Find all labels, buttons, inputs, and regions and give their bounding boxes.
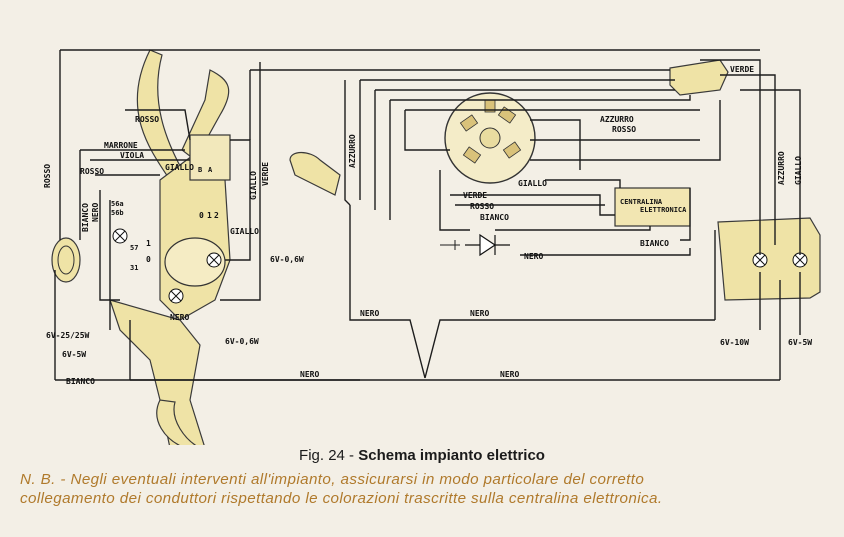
label-rosso-top: ROSSO [135, 115, 159, 124]
cdi-unit [614, 187, 691, 227]
label-giallo-sw: GIALLO [165, 163, 194, 172]
note-line-1: N. B. - Negli eventuali interventi all'i… [20, 470, 832, 489]
headlamp [51, 237, 81, 283]
speedo-pos-1: 1 [146, 239, 151, 248]
note-text-1: Negli eventuali interventi all'impianto,… [70, 471, 645, 488]
rating-stop: 6V-10W [720, 338, 749, 347]
terminal-56b: 56b [111, 209, 124, 217]
note-block: N. B. - Negli eventuali interventi all'i… [20, 470, 832, 508]
switch-pos-0: 0 [199, 211, 204, 220]
switch-b: B [198, 166, 202, 174]
label-nero-mid1: NERO [360, 309, 379, 318]
rating-tail: 6V-5W [788, 338, 812, 347]
label-rosso-right: ROSSO [612, 125, 636, 134]
label-verde-right: VERDE [730, 65, 754, 74]
switch-a: A [208, 166, 213, 174]
rectifier-diode [465, 233, 510, 257]
tail-lamp [717, 217, 821, 301]
label-azzurro-vert: AZZURRO [777, 151, 786, 185]
figure-title: Schema impianto elettrico [358, 447, 545, 464]
light-switch-body [189, 134, 231, 181]
label-nero-left: NERO [91, 203, 100, 222]
rating-headlamp: 6V-25/25W [46, 331, 90, 340]
wiring-diagram: CENTRALINA ELETTRONICA [43, 49, 821, 445]
switch-pos-1: 1 [207, 211, 212, 220]
speedometer [164, 237, 226, 287]
terminal-57: 57 [130, 244, 138, 252]
label-nero-speedo: NERO [170, 313, 189, 322]
frame-lower [109, 299, 205, 445]
label-nero-mid2: NERO [470, 309, 489, 318]
label-giallo-vert: GIALLO [794, 156, 803, 185]
stator-hub [479, 127, 501, 149]
label-rosso-stator: ROSSO [470, 202, 494, 211]
label-verde-mid: VERDE [261, 162, 270, 186]
terminal-56a: 56a [111, 200, 124, 208]
label-bianco-cdi: BIANCO [640, 239, 669, 248]
stator-coils [459, 99, 522, 164]
rating-speedo2: 6V-0,6W [225, 337, 259, 346]
label-nero-center: NERO [524, 252, 543, 261]
frame-bottom-curve [156, 399, 197, 445]
bulb-crosses [114, 230, 806, 302]
label-marrone: MARRONE [104, 141, 138, 150]
label-nero-bottom1: NERO [300, 370, 319, 379]
label-bianco-left: BIANCO [81, 203, 90, 232]
figure-separator: - [344, 447, 359, 464]
label-viola: VIOLA [120, 151, 144, 160]
rating-speedo: 6V-0,6W [270, 255, 304, 264]
switch-pos-2: 2 [214, 211, 219, 220]
terminal-31: 31 [130, 264, 138, 272]
label-giallo-speedo: GIALLO [230, 227, 259, 236]
label-rosso-left2: ROSSO [80, 167, 104, 176]
label-giallo-stator: GIALLO [518, 179, 547, 188]
note-prefix: N. B. - [20, 471, 66, 488]
cdi-label-2: ELETTRONICA [640, 206, 687, 214]
note-line-2: collegamento dei conduttori rispettando … [20, 490, 663, 507]
label-nero-bottom2: NERO [500, 370, 519, 379]
speedo-pos-0: 0 [146, 255, 151, 264]
cdi-label-1: CENTRALINA [620, 198, 663, 206]
label-azzurro-right: AZZURRO [600, 115, 634, 124]
label-giallo-mid: GIALLO [249, 171, 258, 200]
ignition-coil [289, 151, 341, 196]
voltage-regulator [669, 59, 729, 96]
figure-number: Fig. 24 [299, 447, 345, 464]
label-azzurro-mid: AZZURRO [348, 134, 357, 168]
headlamp-lens [57, 245, 75, 275]
wires [54, 49, 801, 381]
label-bianco-stator: BIANCO [480, 213, 509, 222]
rating-pilot: 6V-5W [62, 350, 86, 359]
label-rosso-left: ROSSO [43, 164, 52, 188]
label-bianco-bottom: BIANCO [66, 377, 95, 386]
figure-caption: Fig. 24 - Schema impianto elettrico [0, 447, 844, 464]
label-verde-stator: VERDE [463, 191, 487, 200]
